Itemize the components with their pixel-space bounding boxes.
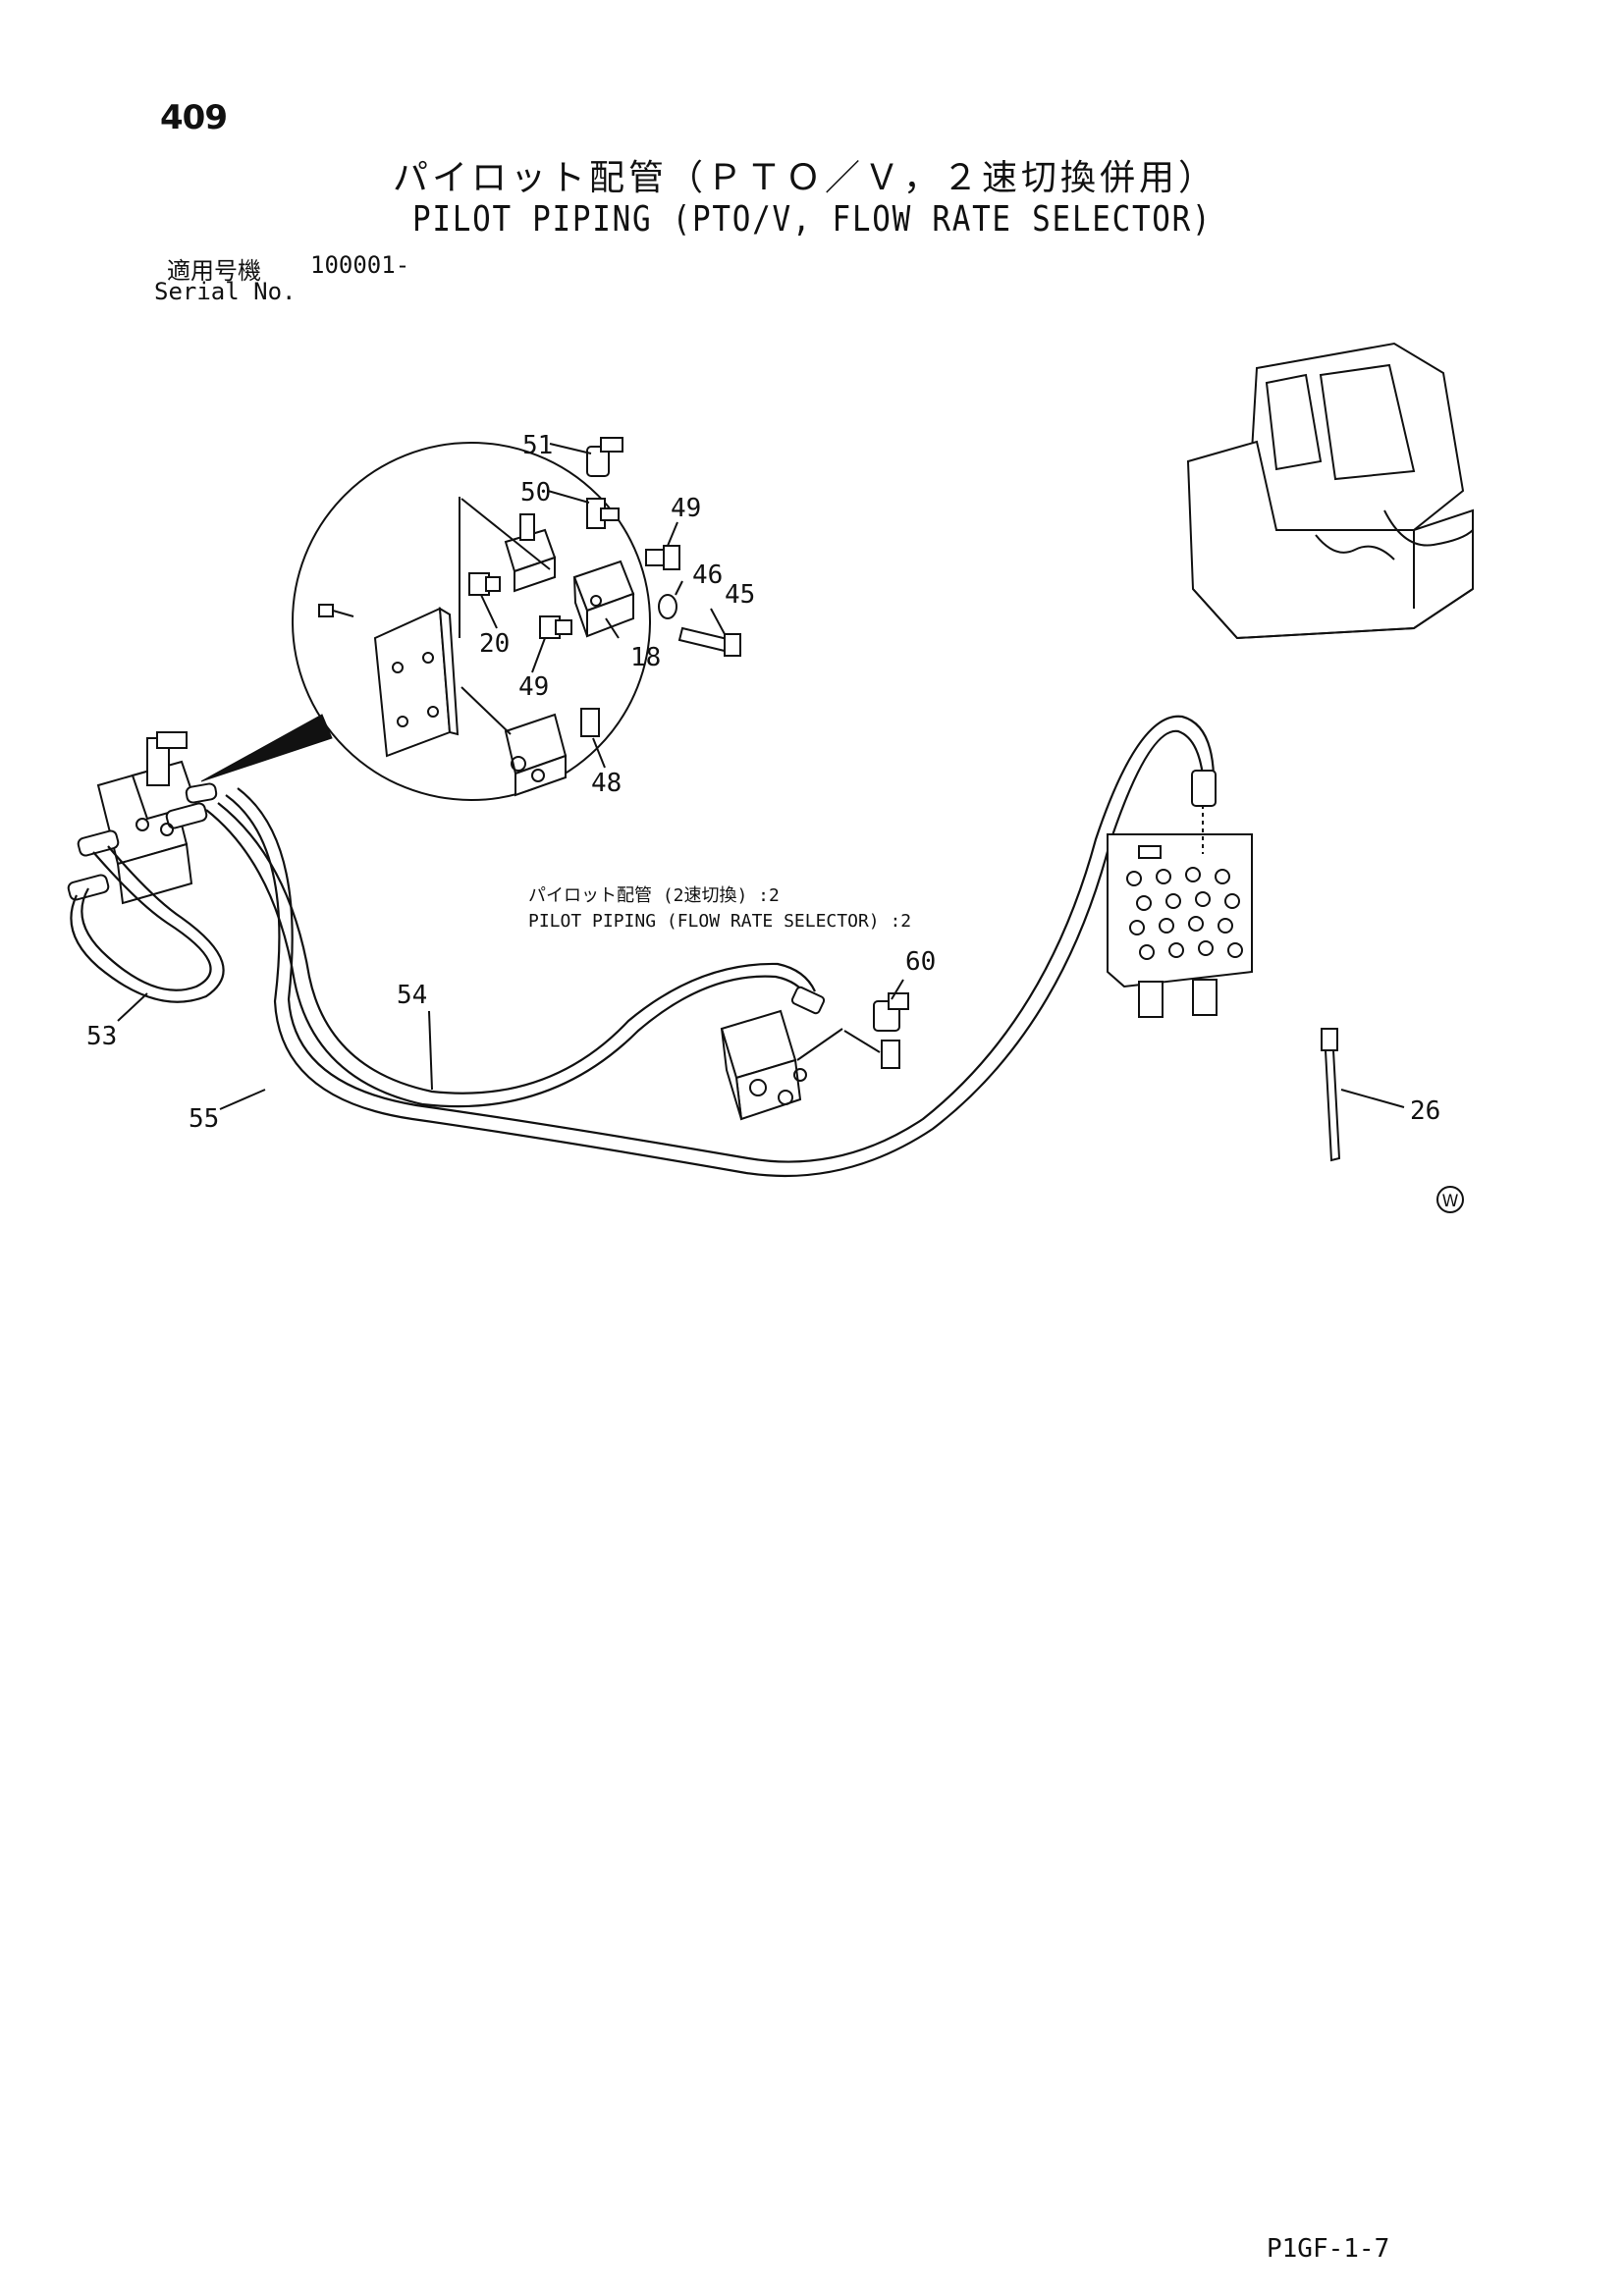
serial-value: 100001- <box>310 251 410 279</box>
serial-label-english: Serial No. <box>154 278 297 305</box>
w-mark: W <box>1442 1192 1459 1211</box>
callout-note-english: PILOT PIPING (FLOW RATE SELECTOR) :2 <box>528 911 911 932</box>
left-valve-assembly <box>67 731 218 905</box>
part-label-53: 53 <box>86 1022 117 1051</box>
part-label-49-lower: 49 <box>518 672 549 702</box>
page-title-japanese: パイロット配管（ＰＴＯ／Ｖ，２速切換併用） <box>393 158 1218 198</box>
detail-parts <box>318 437 741 797</box>
page-number: 409 <box>160 98 228 137</box>
hoses <box>70 715 1217 1178</box>
catalog-code: P1GF-1-7 <box>1267 2234 1390 2264</box>
part-label-18: 18 <box>630 643 661 672</box>
serial-label-japanese: 適用号機 <box>167 257 261 285</box>
part-label-50: 50 <box>520 478 551 507</box>
part-label-54: 54 <box>397 981 427 1010</box>
part-label-49-upper: 49 <box>671 494 701 523</box>
callout-note-japanese: パイロット配管 (2速切換) :2 <box>528 885 780 906</box>
flow-rate-selector-valve <box>720 979 909 1121</box>
part-label-26: 26 <box>1410 1096 1440 1126</box>
page-title-english: PILOT PIPING (PTO/V, FLOW RATE SELECTOR) <box>412 199 1213 240</box>
part-label-51: 51 <box>522 431 553 460</box>
part-label-45: 45 <box>725 580 755 610</box>
part-label-46: 46 <box>692 561 723 590</box>
part-label-20: 20 <box>479 629 510 659</box>
control-valve-block <box>1107 805 1253 1018</box>
detail-circle <box>200 442 651 801</box>
part-label-60: 60 <box>905 947 936 977</box>
excavator-cab-sketch <box>1186 342 1474 640</box>
part-label-55: 55 <box>189 1104 219 1134</box>
part-label-48: 48 <box>591 769 622 798</box>
cable-tie <box>1321 1028 1405 1162</box>
circled-w-symbol: W <box>1436 1186 1464 1213</box>
